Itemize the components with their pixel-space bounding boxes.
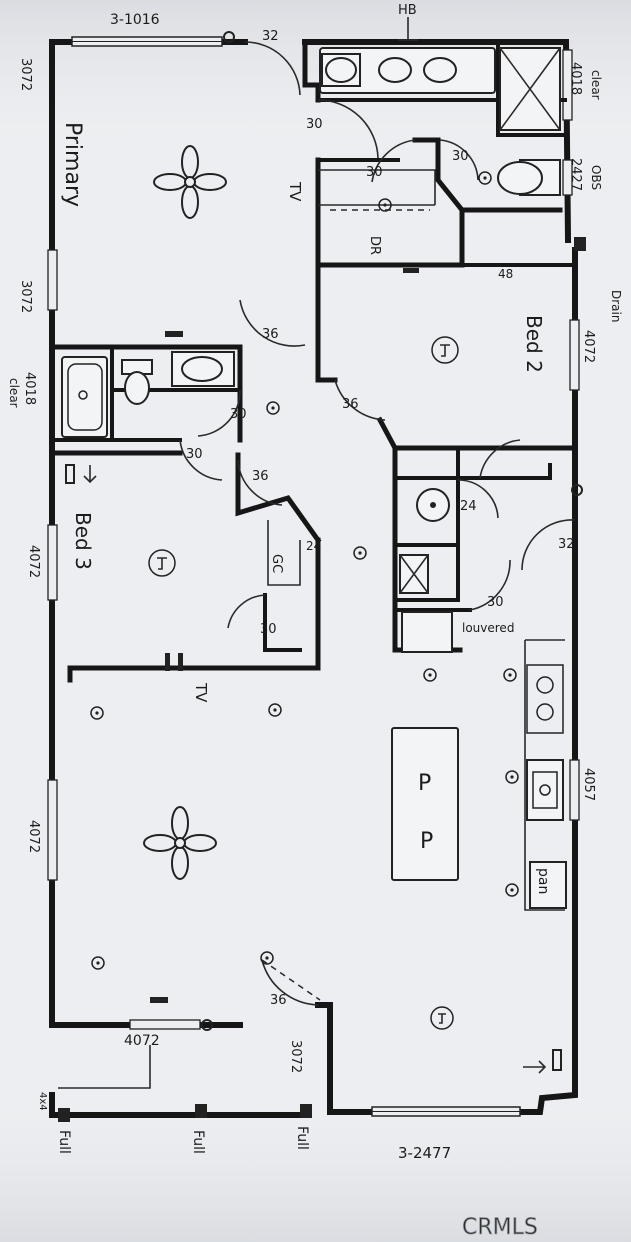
light-fixture-icons xyxy=(90,171,519,1030)
dim-bottom-window: 3-2477 xyxy=(398,1144,451,1162)
room-label-bed2: Bed 2 xyxy=(522,315,546,373)
footing-full-2: Full xyxy=(190,1130,206,1154)
dim-front-4072: 4072 xyxy=(124,1033,160,1049)
switch-marks xyxy=(58,17,586,1122)
clear-label-top: clear xyxy=(589,70,603,100)
louvered-label: louvered xyxy=(462,621,514,635)
island-label-p2: P xyxy=(420,829,433,854)
door-36-d: 36 xyxy=(270,993,287,1008)
side-windows xyxy=(47,49,580,1030)
door-36-b: 36 xyxy=(342,397,359,412)
door-32-right: 32 xyxy=(558,537,575,552)
dimension-labels: 3-1016 3072 3072 4018 4072 4072 4018 242… xyxy=(18,12,596,1162)
pantry-label: pan xyxy=(535,868,551,894)
dim-corner: 4x4 xyxy=(37,1092,48,1111)
ceiling-fan-icon xyxy=(143,806,217,880)
dim-left-4072-living: 4072 xyxy=(26,820,41,853)
door-30-a: 30 xyxy=(306,117,323,132)
dim-left-4018: 4018 xyxy=(22,372,37,405)
gc-label: GC xyxy=(269,554,284,573)
dim-right-2427: 2427 xyxy=(568,158,583,191)
room-labels: Primary Bed 2 Bed 3 TV TV louvered pan P… xyxy=(7,3,623,894)
door-36-c: 36 xyxy=(252,469,269,484)
dim-left-3072-mid: 3072 xyxy=(18,280,33,313)
door-48: 48 xyxy=(498,267,513,281)
door-30-g: 30 xyxy=(487,595,504,610)
island-label-p1: P xyxy=(418,771,431,796)
door-32-top: 32 xyxy=(262,29,279,44)
door-24-a: 24 xyxy=(460,499,477,514)
footing-full-3: Full xyxy=(294,1126,310,1150)
room-label-primary: Primary xyxy=(60,122,85,207)
hb-label: HB xyxy=(398,3,417,18)
dim-right-4018: 4018 xyxy=(568,62,583,95)
obs-label: OBS xyxy=(589,165,603,190)
fixtures xyxy=(61,47,567,909)
door-30-c: 30 xyxy=(366,165,383,180)
footing-full-1: Full xyxy=(56,1130,72,1154)
drain-label: Drain xyxy=(609,290,623,322)
dim-front-3072: 3072 xyxy=(288,1040,303,1073)
dim-right-4072: 4072 xyxy=(581,330,596,363)
dim-left-4072-bed3: 4072 xyxy=(26,545,41,578)
dr-label: DR xyxy=(367,236,382,255)
tv-label-primary: TV xyxy=(286,181,304,202)
door-swings xyxy=(179,41,576,1006)
dim-top-window: 3-1016 xyxy=(110,12,160,28)
footing-labels: Full Full Full xyxy=(56,1126,310,1154)
tv-label-living: TV xyxy=(192,682,210,703)
dim-left-3072-top: 3072 xyxy=(18,58,33,91)
door-30-b: 30 xyxy=(452,149,469,164)
door-30-d: 30 xyxy=(230,407,247,422)
room-label-bed3: Bed 3 xyxy=(71,512,95,570)
window-top xyxy=(71,36,223,47)
watermark: CRMLS xyxy=(462,1215,538,1240)
door-30-e: 30 xyxy=(186,447,203,462)
ceiling-fan-icon xyxy=(153,145,227,219)
door-24-b: 24 xyxy=(306,539,321,553)
dim-right-4057: 4057 xyxy=(581,768,596,801)
window-bottom xyxy=(371,1106,521,1117)
clear-label-left: clear xyxy=(7,378,21,408)
door-30-f: 30 xyxy=(260,622,277,637)
door-36-a: 36 xyxy=(262,327,279,342)
